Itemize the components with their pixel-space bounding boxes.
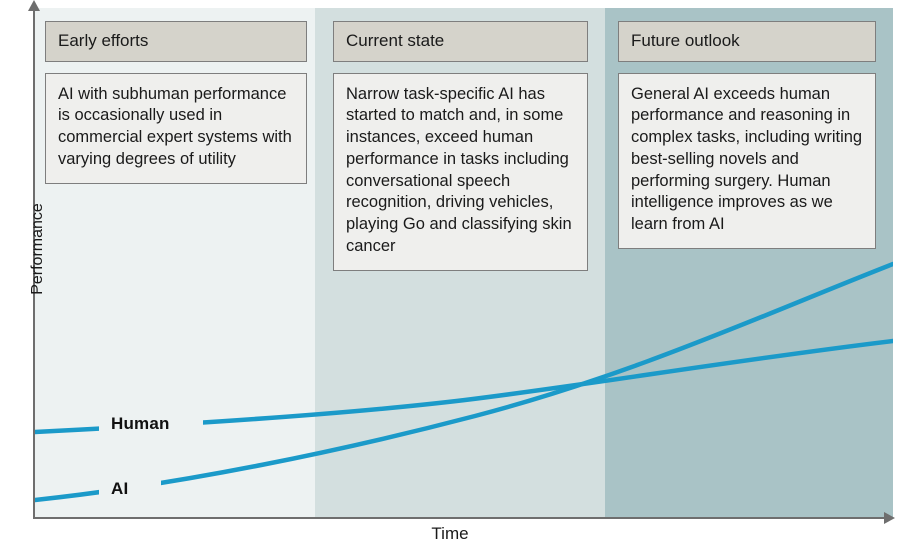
panel-early-efforts: Early efforts AI with subhuman performan… [45,21,307,184]
panel-header-current-state: Current state [333,21,588,62]
y-axis-line [33,10,35,518]
panel-future-outlook: Future outlook General AI exceeds human … [618,21,876,249]
y-axis-label: Performance [29,203,46,295]
series-label-ai: AI [111,479,129,498]
y-axis-arrow-icon [28,0,40,11]
x-axis-arrow-icon [884,512,895,524]
series-label-human: Human [111,414,170,433]
panel-header-early-efforts: Early efforts [45,21,307,62]
panel-body-early-efforts: AI with subhuman performance is occasion… [45,72,307,184]
x-axis-label: Time [431,524,469,543]
x-axis-line [33,517,886,519]
panel-body-current-state: Narrow task-specific AI has started to m… [333,72,588,271]
panel-header-future-outlook: Future outlook [618,21,876,62]
panel-body-future-outlook: General AI exceeds human performance and… [618,72,876,249]
panel-current-state: Current state Narrow task-specific AI ha… [333,21,588,271]
